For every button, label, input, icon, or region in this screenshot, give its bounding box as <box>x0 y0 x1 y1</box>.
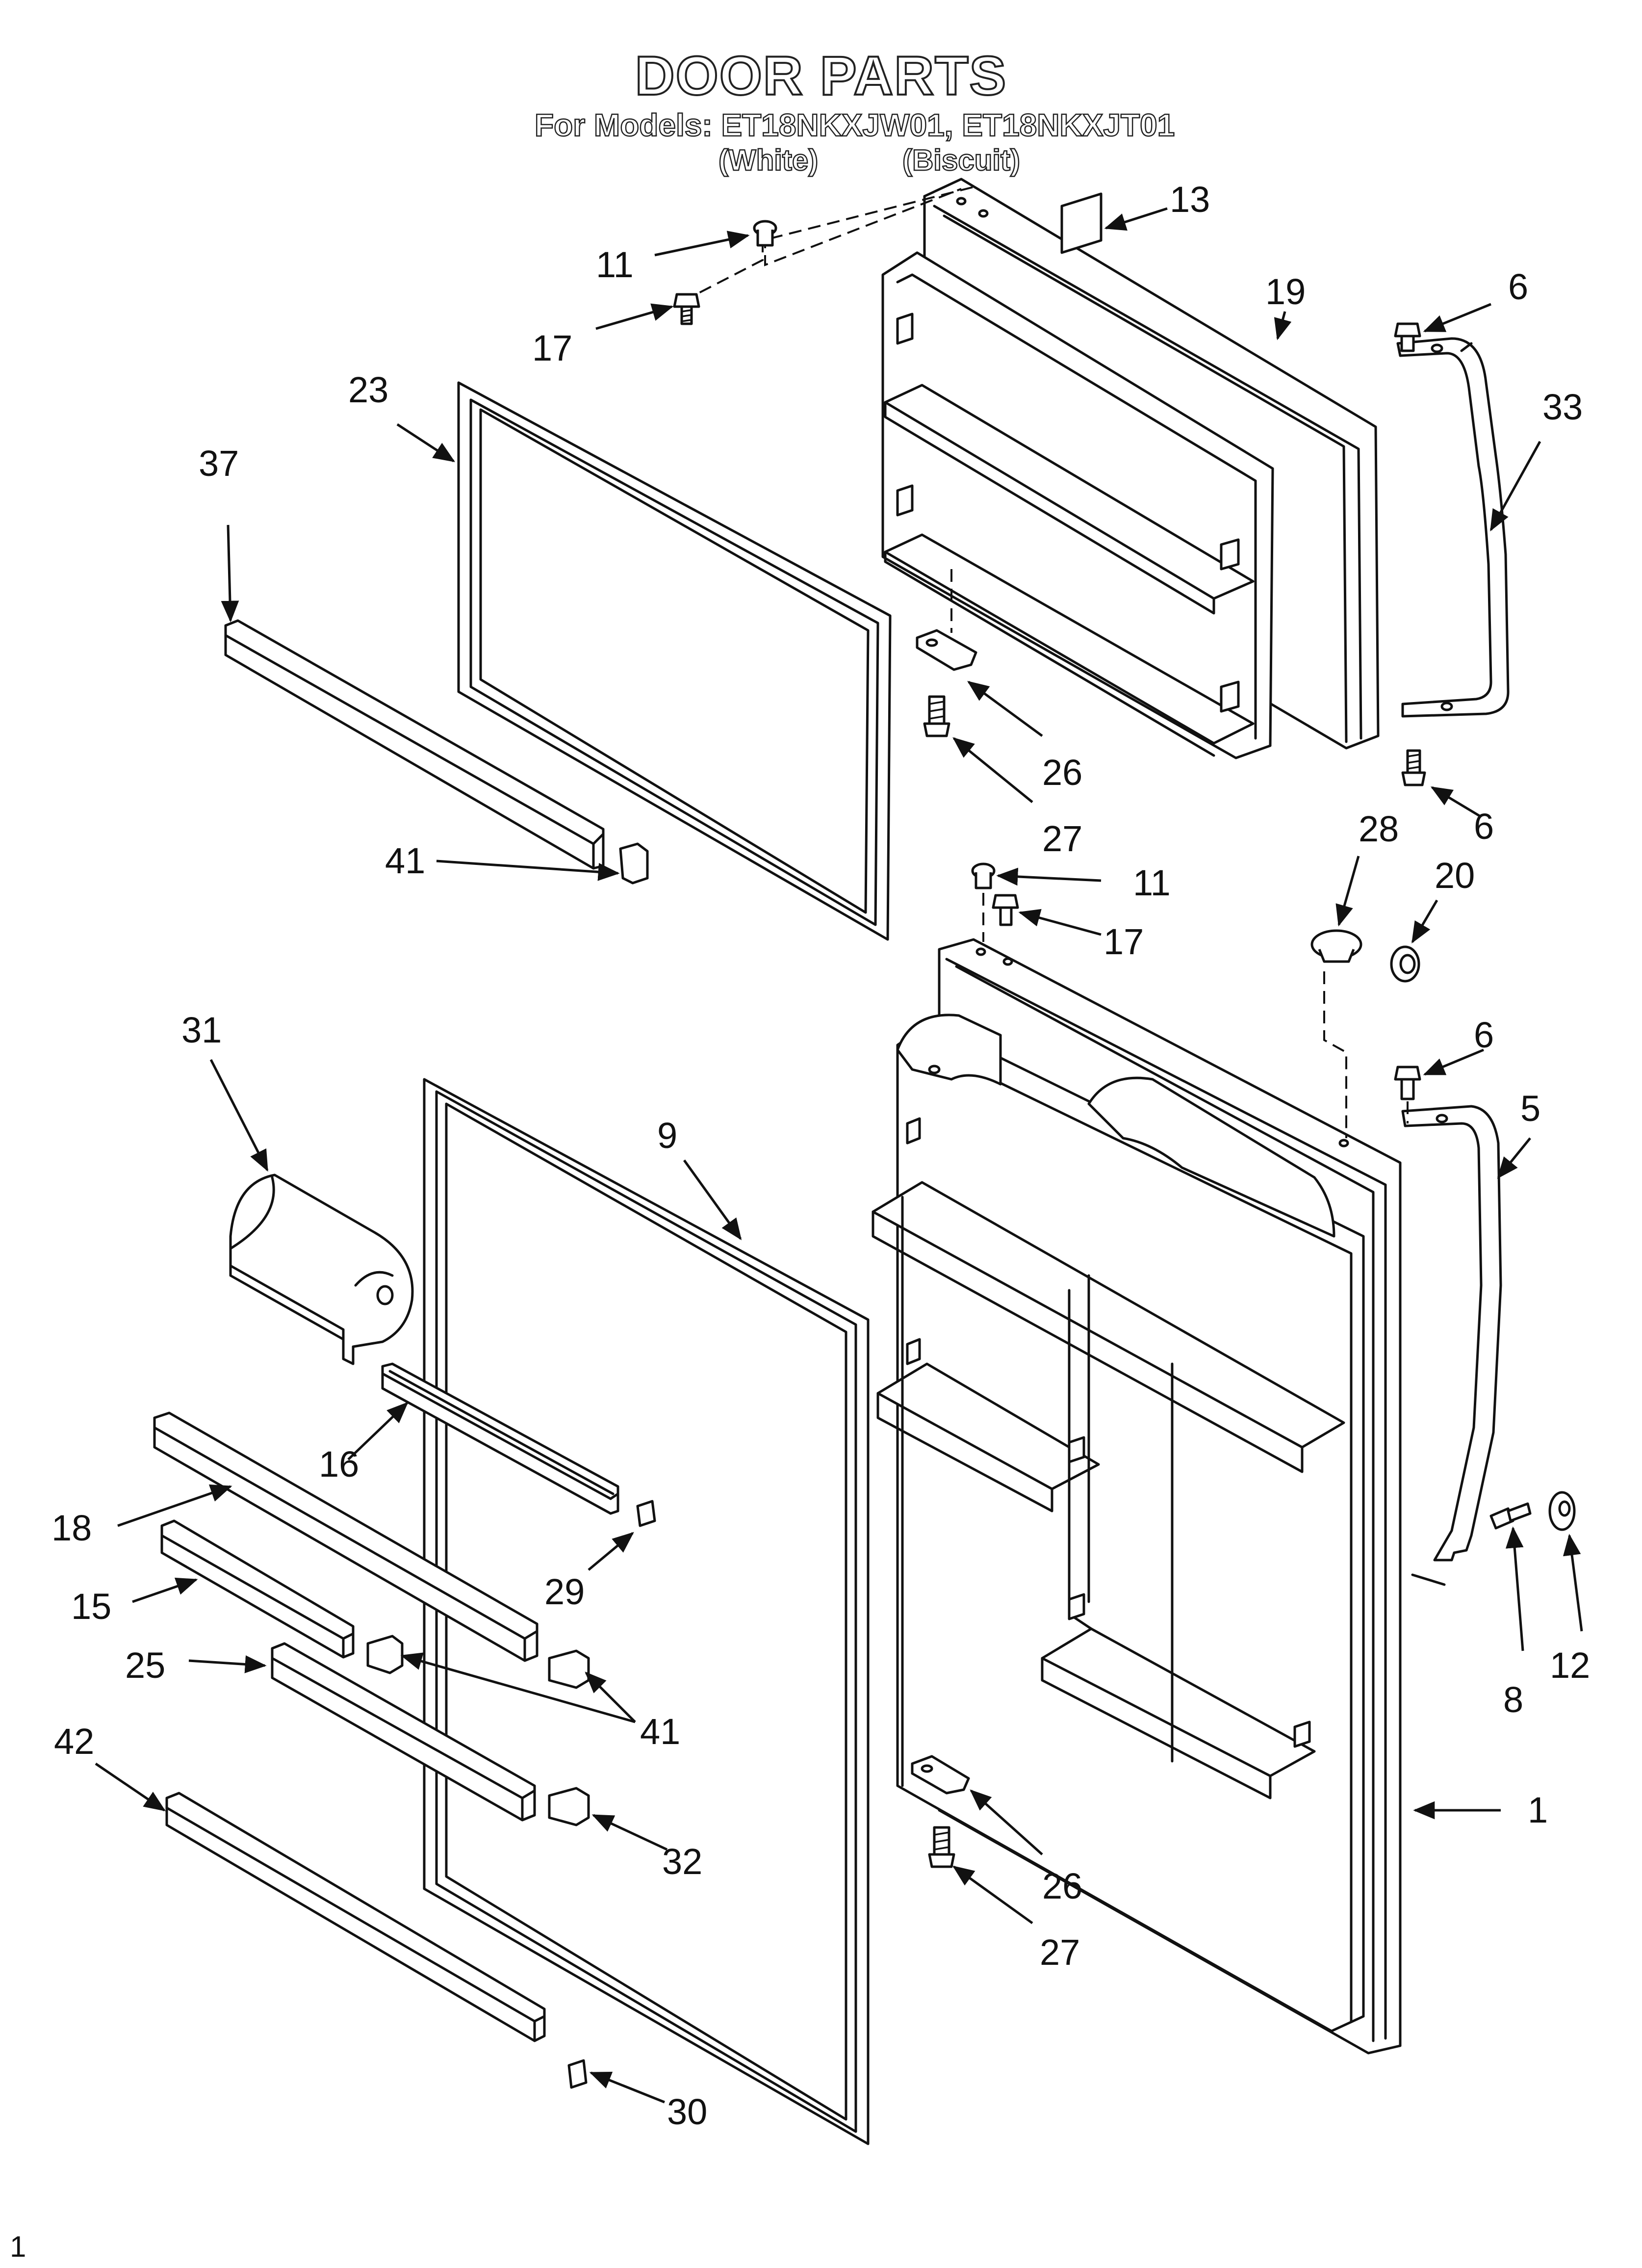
clip-41-top <box>619 842 649 885</box>
callout-31: 31 <box>181 1010 222 1050</box>
hinge-bracket-top <box>916 629 977 671</box>
screw-6-bottom <box>1401 749 1426 786</box>
screw-17-mid <box>992 894 1019 926</box>
callout-37: 37 <box>199 443 239 484</box>
bushing-12 <box>1548 1491 1576 1531</box>
refrigerator-door <box>872 938 1402 2055</box>
clip-41-mid-left <box>366 1635 404 1674</box>
screw-6-mid <box>1394 1066 1421 1100</box>
callout-6-mid: 6 <box>1474 1015 1494 1055</box>
screw-27-bottom <box>928 1826 955 1868</box>
callout-29: 29 <box>544 1571 585 1612</box>
page-number: 1 <box>10 2230 26 2263</box>
refrigerator-handle <box>1401 1105 1502 1562</box>
shelf-strip-37 <box>224 619 605 870</box>
shelf-strip-25 <box>271 1642 536 1822</box>
callout-11-top: 11 <box>596 244 634 285</box>
clip-29 <box>636 1500 656 1527</box>
plug-button-mid <box>971 862 996 889</box>
callout-23: 23 <box>348 369 388 410</box>
callout-8: 8 <box>1503 1679 1523 1720</box>
freezer-gasket <box>457 381 892 941</box>
callout-27-bottom: 27 <box>1040 1932 1080 1973</box>
callout-arrows <box>95 207 1583 2104</box>
screw-27-top <box>923 695 950 737</box>
callout-41-top: 41 <box>385 840 425 881</box>
callout-9: 9 <box>657 1115 677 1156</box>
callout-1: 1 <box>1528 1790 1548 1830</box>
callout-26-top: 26 <box>1042 752 1082 793</box>
shelf-strip-15 <box>160 1519 355 1659</box>
callout-18: 18 <box>51 1508 92 1548</box>
callout-16: 16 <box>319 1444 359 1485</box>
callout-17-mid: 17 <box>1103 921 1144 962</box>
callout-28: 28 <box>1359 808 1399 849</box>
shoulder-screw-8 <box>1489 1502 1532 1530</box>
callout-33: 33 <box>1542 387 1583 427</box>
freezer-door <box>881 178 1380 759</box>
callout-32: 32 <box>662 1841 702 1882</box>
hinge-bracket-bottom <box>911 1755 970 1795</box>
plug-button-top <box>753 220 777 247</box>
shelf-strip-42 <box>165 1792 546 2042</box>
label-tape <box>1060 192 1103 254</box>
plug-28 <box>1310 929 1362 963</box>
page-title: DOOR PARTS <box>634 44 1007 107</box>
cap-20 <box>1390 945 1420 983</box>
screw-6-top <box>1394 322 1421 352</box>
dairy-door <box>229 1173 414 1365</box>
models-line: For Models: ET18NKXJW01, ET18NKXJT01 <box>534 107 1176 144</box>
callout-13: 13 <box>1170 179 1210 220</box>
callout-12: 12 <box>1550 1645 1590 1686</box>
callout-41-mid: 41 <box>640 1711 680 1752</box>
callout-20: 20 <box>1435 855 1475 896</box>
callout-11-mid: 11 <box>1133 862 1171 903</box>
callout-6-bottom: 6 <box>1474 806 1494 847</box>
callout-17-top: 17 <box>532 328 572 368</box>
callout-numbers: 13 11 17 19 6 33 23 37 26 27 6 41 28 20 … <box>10 179 1590 2263</box>
screw-top <box>673 293 700 325</box>
callout-5: 5 <box>1520 1088 1540 1129</box>
callout-30: 30 <box>667 2091 707 2132</box>
shelf-strip-18 <box>153 1411 539 1662</box>
callout-25: 25 <box>125 1645 165 1686</box>
clip-32 <box>548 1787 590 1826</box>
callout-19: 19 <box>1265 271 1306 312</box>
clip-41-mid-right <box>548 1649 590 1689</box>
color-white-label: (White) <box>718 143 819 178</box>
callout-26-bottom: 26 <box>1042 1866 1082 1906</box>
callout-15: 15 <box>71 1586 111 1627</box>
refrigerator-gasket <box>423 1078 870 2145</box>
freezer-handle <box>1396 337 1510 718</box>
clip-30 <box>567 2059 588 2089</box>
callout-6-top: 6 <box>1508 266 1528 307</box>
trim-strip-16 <box>381 1362 619 1515</box>
color-biscuit-label: (Biscuit) <box>902 143 1021 178</box>
callout-42: 42 <box>54 1721 94 1762</box>
callout-27-top: 27 <box>1042 818 1082 859</box>
